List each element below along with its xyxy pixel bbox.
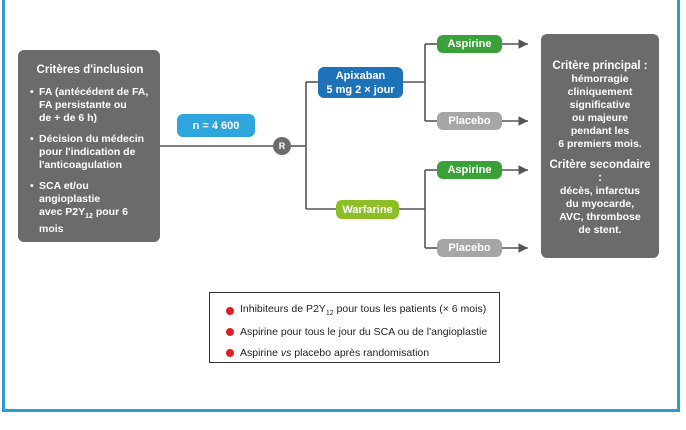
sample-size-badge: n = 4 600 <box>177 114 255 137</box>
secondary-endpoint-title: Critère secondaire : <box>549 159 651 184</box>
legend-row: Aspirine pour tous le jour du SCA ou de … <box>226 321 499 342</box>
aspirin-top-arm: Aspirine <box>437 35 502 53</box>
inclusion-item: • FA (antécédent de FA, FA persistante o… <box>30 86 149 124</box>
randomization-node: R <box>273 137 291 155</box>
bullet-dot-icon <box>226 348 234 357</box>
bullet-dot-icon <box>226 327 234 336</box>
endpoints-box: Critère principal : hémorragie cliniquem… <box>541 34 659 258</box>
placebo-bottom-arm: Placebo <box>437 239 502 257</box>
legend-row: Inhibiteurs de P2Y12 pour tous les patie… <box>226 300 499 321</box>
legend-row: Aspirine vs placebo après randomisation <box>226 342 499 363</box>
apixaban-arm: Apixaban 5 mg 2 × jour <box>318 67 403 98</box>
inclusion-item: • SCA et/ou angioplastie avec P2Y12 pour… <box>30 180 128 236</box>
inclusion-item: • Décision du médecin pour l'indication … <box>30 133 145 171</box>
inclusion-criteria-box: Critères d'inclusion • FA (antécédent de… <box>18 50 160 242</box>
treatment-legend: Inhibiteurs de P2Y12 pour tous les patie… <box>209 292 500 363</box>
secondary-endpoint-text: décès, infarctus du myocarde, AVC, throm… <box>559 185 641 236</box>
bullet-dot-icon <box>226 306 234 315</box>
inclusion-title: Critères d'inclusion <box>36 64 144 76</box>
placebo-top-arm: Placebo <box>437 112 502 130</box>
aspirin-bottom-arm: Aspirine <box>437 161 502 179</box>
primary-endpoint-title: Critère principal : <box>552 60 648 72</box>
outer-frame <box>2 0 680 412</box>
primary-endpoint-text: hémorragie cliniquement significative ou… <box>558 73 642 150</box>
warfarine-arm: Warfarine <box>336 200 399 219</box>
